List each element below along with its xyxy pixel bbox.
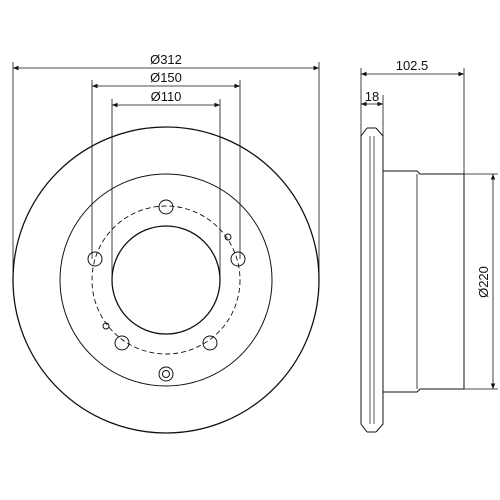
hat-diameter-label: Ø220 bbox=[476, 266, 491, 298]
thickness-label: 18 bbox=[365, 89, 379, 104]
center-bore-label: Ø110 bbox=[151, 89, 182, 104]
bolt-hole bbox=[87, 251, 103, 267]
bolt-hole bbox=[202, 335, 218, 351]
bolt-hole bbox=[158, 199, 174, 215]
locating-hole bbox=[224, 233, 232, 241]
side-view bbox=[360, 127, 465, 433]
center-bore bbox=[111, 225, 221, 335]
bolt-hole bbox=[230, 251, 246, 267]
locating-hole bbox=[102, 322, 110, 330]
front-dimension-lines bbox=[13, 65, 319, 108]
bolt-circle-pcd bbox=[91, 205, 241, 355]
front-view bbox=[12, 126, 320, 434]
pcd-diameter-label: Ø150 bbox=[150, 70, 182, 85]
front-extension-lines bbox=[12, 62, 320, 280]
hat-profile bbox=[383, 170, 465, 393]
retaining-screw-hole-outer bbox=[158, 366, 174, 382]
overall-height-label: 102.5 bbox=[396, 58, 429, 73]
disc-face-inner bbox=[375, 127, 384, 433]
side-dimension-lines bbox=[361, 71, 496, 389]
disc-outer-edge bbox=[12, 126, 320, 434]
retaining-screw-hole-inner bbox=[162, 370, 170, 378]
friction-ring-inner-edge bbox=[59, 173, 273, 387]
disc-face-outer bbox=[360, 127, 368, 433]
bolt-hole bbox=[114, 335, 130, 351]
side-extension-lines bbox=[360, 68, 498, 390]
outer-diameter-label: Ø312 bbox=[150, 52, 182, 67]
